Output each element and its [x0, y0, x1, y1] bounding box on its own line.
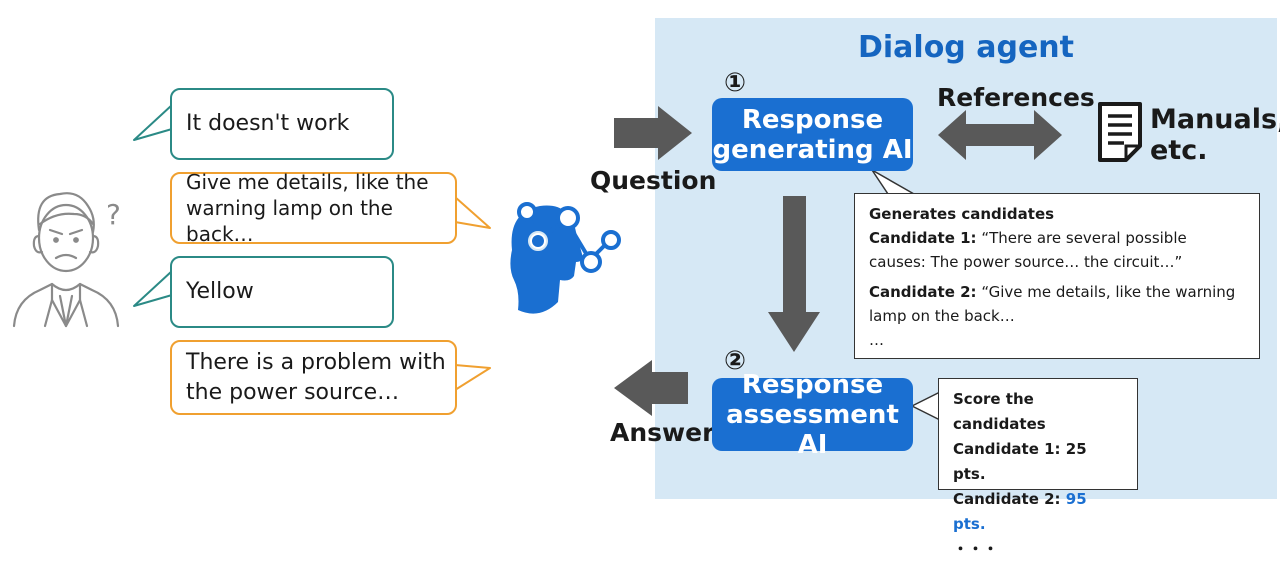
flow-down-arrow — [768, 196, 820, 352]
agent-bubble-2: There is a problem with the power source… — [170, 340, 457, 415]
agent-bubble-2-text: There is a problem with the power source… — [186, 349, 446, 405]
candidate-1-label: Candidate 1: — [869, 229, 977, 247]
user-bubble-2-text: Yellow — [186, 279, 254, 304]
answer-label: Answer — [610, 418, 715, 447]
score-callout-heading: Score the candidates — [953, 390, 1046, 433]
step-1-number: ① — [724, 68, 747, 98]
candidate-1-text: “There are several possible causes: The … — [869, 229, 1187, 271]
score-candidates-callout: Score the candidates Candidate 1: 25 pts… — [938, 378, 1138, 558]
response-generating-ai: Response generating AI — [712, 98, 913, 171]
agent-bubble-1-text: Give me details, like the warning lamp o… — [186, 170, 429, 246]
step-2-number: ② — [724, 346, 747, 376]
response-assessment-ai: Response assessment AI — [712, 370, 913, 460]
confused-user-icon — [12, 192, 120, 328]
bubble-tails — [133, 104, 491, 391]
question-arrow — [614, 106, 692, 160]
user-bubble-1: It doesn't work — [170, 88, 394, 160]
score-callout-dots: ・・・ — [953, 540, 999, 558]
references-label: References — [937, 83, 1095, 112]
score-candidate-2-line: Candidate 2: 95 pts. — [953, 487, 1123, 537]
candidate-2-line: Candidate 2: “Give me details, like the … — [869, 280, 1245, 328]
generate-callout-heading: Generates candidates — [869, 205, 1055, 223]
generate-callout-ellipsis: … — [869, 331, 884, 349]
ai-head-icon — [510, 202, 621, 314]
generate-callout-pointer — [871, 169, 915, 195]
manuals-label: Manuals, etc. — [1150, 104, 1280, 166]
document-icon — [1098, 102, 1142, 162]
agent-bubble-1: Give me details, like the warning lamp o… — [170, 170, 457, 246]
score-candidate-2-label: Candidate 2: — [953, 490, 1061, 508]
generate-candidates-callout: Generates candidates Candidate 1: “There… — [854, 193, 1260, 359]
dialog-agent-title: Dialog agent — [857, 30, 1074, 65]
user-bubble-2: Yellow — [170, 256, 394, 328]
question-mark-icon: ? — [106, 198, 121, 231]
score-candidate-1: Candidate 1: 25 pts. — [953, 440, 1087, 483]
candidate-1-line: Candidate 1: “There are several possible… — [869, 226, 1245, 274]
user-bubble-1-text: It doesn't work — [186, 111, 350, 136]
candidate-2-label: Candidate 2: — [869, 283, 977, 301]
candidate-2-text: “Give me details, like the warning lamp … — [869, 283, 1236, 325]
answer-arrow — [614, 360, 688, 416]
question-label: Question — [590, 166, 717, 195]
references-double-arrow — [938, 110, 1062, 160]
score-callout-pointer — [911, 391, 941, 421]
diagram-graphics: ? — [12, 102, 1142, 421]
